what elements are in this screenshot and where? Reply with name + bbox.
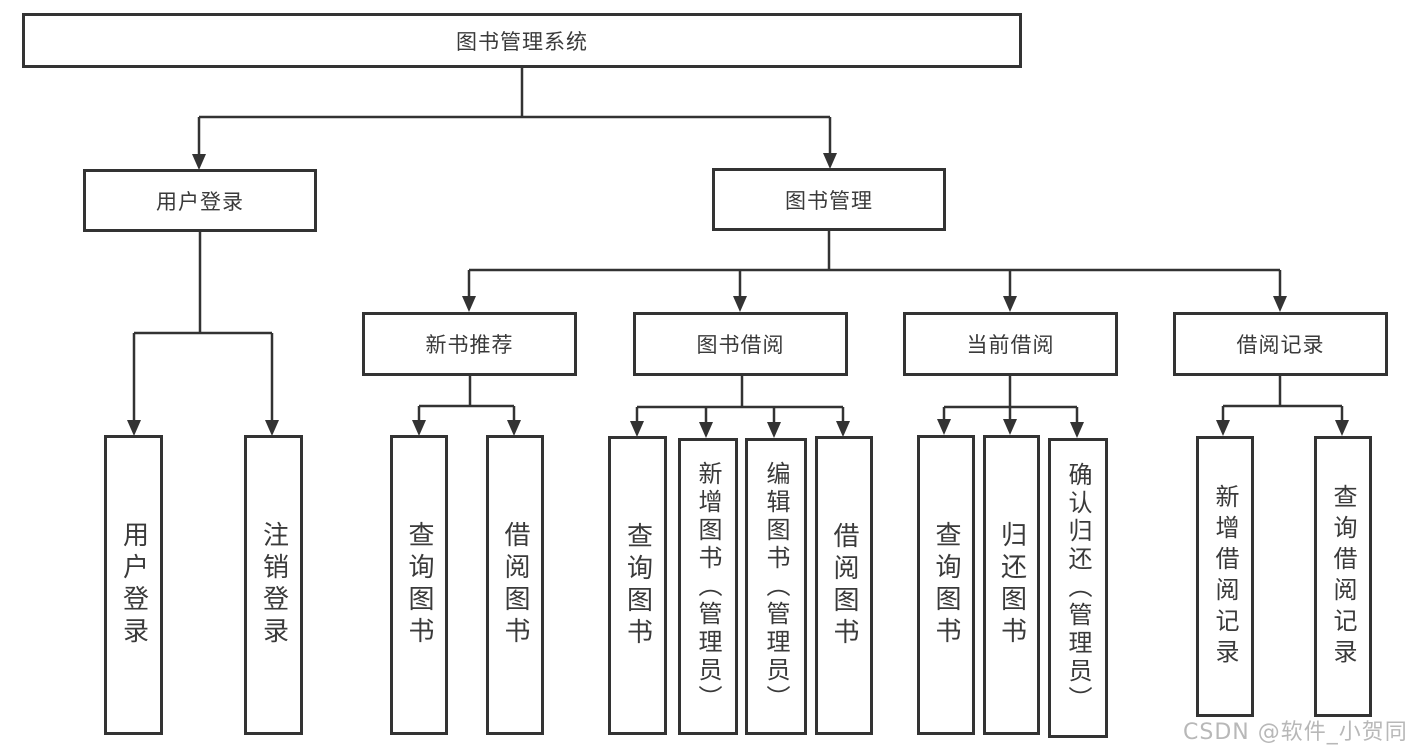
node-borrow-books-2: 借阅图书	[815, 436, 873, 735]
node-query-books-3: 查询图书	[917, 435, 975, 735]
node-query-books-1: 查询图书	[390, 435, 448, 735]
node-borrow-books-1: 借阅图书	[486, 435, 544, 735]
node-return-books: 归还图书	[983, 435, 1040, 735]
arrowhead-icons	[127, 153, 1349, 438]
node-user-login-action: 用户登录	[104, 435, 163, 735]
csdn-watermark: CSDN @软件_小贺同学	[1183, 720, 1405, 745]
node-add-borrow-record: 新增借阅记录	[1196, 436, 1254, 717]
node-book-borrow: 图书借阅	[633, 312, 848, 376]
node-library-management-system: 图书管理系统	[22, 13, 1022, 68]
node-current-borrow: 当前借阅	[903, 312, 1118, 376]
node-borrow-record: 借阅记录	[1173, 312, 1388, 376]
node-confirm-return-admin: 确认归还（管理员）	[1048, 438, 1108, 738]
node-logout-action: 注销登录	[244, 435, 303, 735]
node-user-login: 用户登录	[83, 169, 317, 232]
node-query-borrow-record: 查询借阅记录	[1314, 436, 1372, 717]
node-edit-books-admin: 编辑图书（管理员）	[745, 438, 807, 735]
node-query-books-2: 查询图书	[608, 436, 667, 735]
node-add-books-admin: 新增图书（管理员）	[678, 438, 738, 735]
node-new-book-recommend: 新书推荐	[362, 312, 577, 376]
node-book-management: 图书管理	[712, 168, 946, 231]
